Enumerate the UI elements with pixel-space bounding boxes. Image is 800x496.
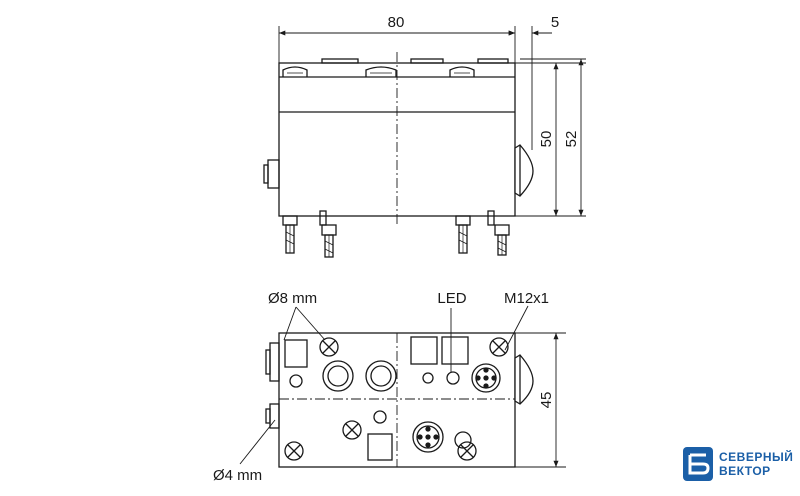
dim-offset-5: 5 xyxy=(551,14,559,31)
logo-line-2: ВЕКТОР xyxy=(719,464,771,478)
label-hole-8mm: Ø8 mm xyxy=(268,290,317,307)
label-led: LED xyxy=(437,290,466,307)
dim-height-52: 52 xyxy=(563,131,580,148)
label-m12: M12x1 xyxy=(504,290,549,307)
logo-line-1: СЕВЕРНЫЙ xyxy=(719,449,793,464)
m12-connector-bottom xyxy=(412,421,444,453)
company-logo: СЕВЕРНЫЙ ВЕКТОР xyxy=(683,447,793,481)
label-hole-4mm: Ø4 mm xyxy=(213,467,262,484)
leader-lines xyxy=(239,305,566,468)
dim-width-80: 80 xyxy=(388,14,405,31)
dim-height-50: 50 xyxy=(538,131,555,148)
plan-view xyxy=(265,332,534,468)
side-view-body xyxy=(278,62,516,217)
dim-height-45: 45 xyxy=(538,392,555,409)
hole-8mm xyxy=(322,360,354,392)
m12-connector-right xyxy=(471,363,501,393)
dimension-lines-side xyxy=(278,26,586,217)
mounting-screws xyxy=(284,337,509,461)
led-indicator xyxy=(446,371,460,385)
bottom-pins xyxy=(282,210,510,258)
side-view xyxy=(263,52,534,258)
